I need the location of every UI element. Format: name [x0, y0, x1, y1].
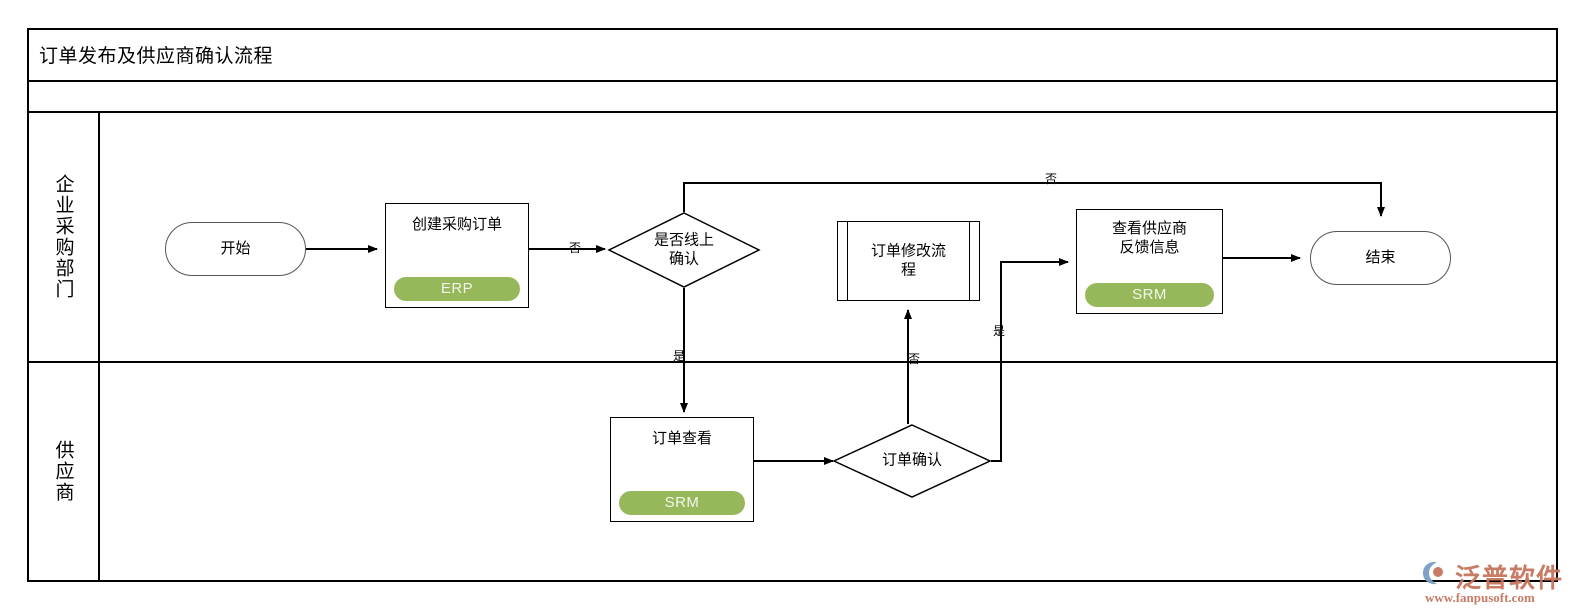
subprocess-bar-right	[969, 222, 970, 300]
lane-label-supplier-text: 供应商	[52, 440, 74, 503]
diagram-frame	[27, 28, 1558, 582]
lane-divider-horizontal	[27, 361, 1558, 363]
node-end[interactable]: 结束	[1310, 231, 1451, 285]
node-view-supplier-feedback-label: 查看供应商 反馈信息	[1077, 220, 1222, 258]
edge-decision-no-to-end	[683, 182, 1385, 217]
node-view-supplier-feedback[interactable]: 查看供应商 反馈信息 SRM	[1076, 209, 1223, 314]
edge-label-confirm-no: 否	[908, 352, 921, 366]
node-order-modify-line2: 程	[900, 261, 916, 278]
lane-label-enterprise: 企业采购部门	[29, 113, 97, 361]
node-order-modify-line1: 订单修改流	[870, 242, 946, 260]
node-order-view[interactable]: 订单查看 SRM	[610, 417, 754, 522]
lane-label-enterprise-text: 企业采购部门	[52, 174, 74, 300]
badge-srm-orderview: SRM	[619, 491, 745, 515]
edge-label-decision-yes-down: 是	[673, 349, 686, 363]
node-decision-order-confirm[interactable]: 订单确认	[832, 424, 992, 498]
lane-label-supplier: 供应商	[29, 361, 97, 582]
node-create-purchase-order[interactable]: 创建采购订单 ERP	[385, 203, 529, 308]
node-order-modify-subprocess-label: 订单修改流 程	[852, 242, 965, 280]
edge-label-decision-no-top: 否	[1045, 172, 1058, 186]
node-decision-online-confirm[interactable]: 是否线上 确认	[607, 212, 761, 288]
node-end-label: 结束	[1365, 248, 1396, 266]
diagram-title-row: 订单发布及供应商确认流程	[27, 28, 1558, 82]
node-start[interactable]: 开始	[165, 222, 306, 276]
edge-label-create-to-decision: 否	[569, 241, 582, 255]
node-start-label: 开始	[220, 239, 251, 257]
lane-divider-vertical	[98, 113, 100, 582]
node-order-modify-subprocess[interactable]: 订单修改流 程	[837, 221, 980, 301]
edge-label-confirm-yes: 是	[993, 324, 1006, 338]
node-create-purchase-order-label: 创建采购订单	[411, 216, 502, 233]
diagram-header-spacer-row	[27, 82, 1558, 113]
node-view-supplier-feedback-line1: 查看供应商	[1111, 220, 1187, 237]
page-title: 订单发布及供应商确认流程	[39, 45, 274, 67]
badge-srm-feedback: SRM	[1085, 283, 1214, 307]
badge-erp: ERP	[394, 277, 520, 301]
subprocess-bar-left	[847, 222, 848, 300]
node-view-supplier-feedback-line2: 反馈信息	[1119, 238, 1180, 256]
edge-confirm-yes-to-feedback	[991, 258, 1069, 462]
node-order-view-label: 订单查看	[651, 430, 712, 447]
